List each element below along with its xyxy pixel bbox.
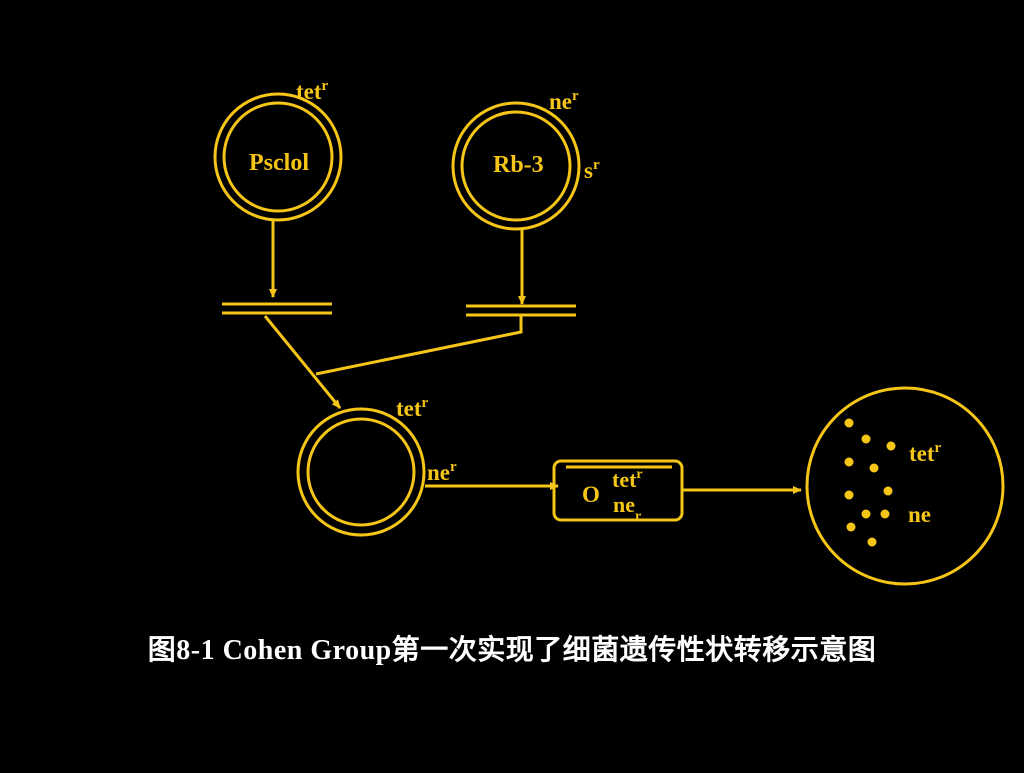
- host-cell-box: [552, 459, 684, 522]
- host-marker-ne: ner: [613, 492, 641, 524]
- colony-marker-tet: tetr: [909, 440, 942, 466]
- host-marker-tet: tetr: [612, 467, 643, 492]
- colony-dot: [844, 418, 854, 428]
- colony-dot: [867, 537, 877, 547]
- colony-dot: [846, 522, 856, 532]
- colony-dot: [861, 509, 871, 519]
- plasmid2-inner-ring: [460, 110, 572, 222]
- recombinant-inner-ring: [306, 417, 416, 527]
- plasmid2-outer-ring: [451, 101, 581, 231]
- colony-dot: [880, 509, 890, 519]
- arrow-fragment1-to-recombinant: [263, 315, 342, 409]
- line-fragment2-join: [315, 316, 523, 376]
- recombinant-marker-tet: tetr: [396, 395, 429, 421]
- plasmid1-name: Psclol: [249, 150, 309, 176]
- colony-dot: [869, 463, 879, 473]
- colony-dot: [861, 434, 871, 444]
- plasmid2-marker-s: sr: [584, 157, 600, 183]
- plasmid1-inner-ring: [222, 101, 334, 213]
- plasmid1-outer-ring: [213, 92, 343, 222]
- colony-dish: [805, 386, 1005, 586]
- host-label: O: [582, 482, 600, 507]
- plasmid1-marker: tetr: [296, 78, 329, 104]
- colony-dot: [844, 457, 854, 467]
- colony-marker-ne: ne: [908, 502, 931, 527]
- recombinant-outer-ring: [296, 407, 426, 537]
- colony-dot: [886, 441, 896, 451]
- recombinant-marker-ne: ner: [427, 459, 457, 485]
- colony-dots: [844, 418, 896, 547]
- plasmid2-marker-ne: ner: [549, 88, 579, 114]
- colony-dot: [844, 490, 854, 500]
- figure-caption: 图8-1 Cohen Group第一次实现了细菌遗传性状转移示意图: [147, 635, 877, 666]
- colony-dot: [883, 486, 893, 496]
- plasmid2-name: Rb-3: [493, 152, 544, 178]
